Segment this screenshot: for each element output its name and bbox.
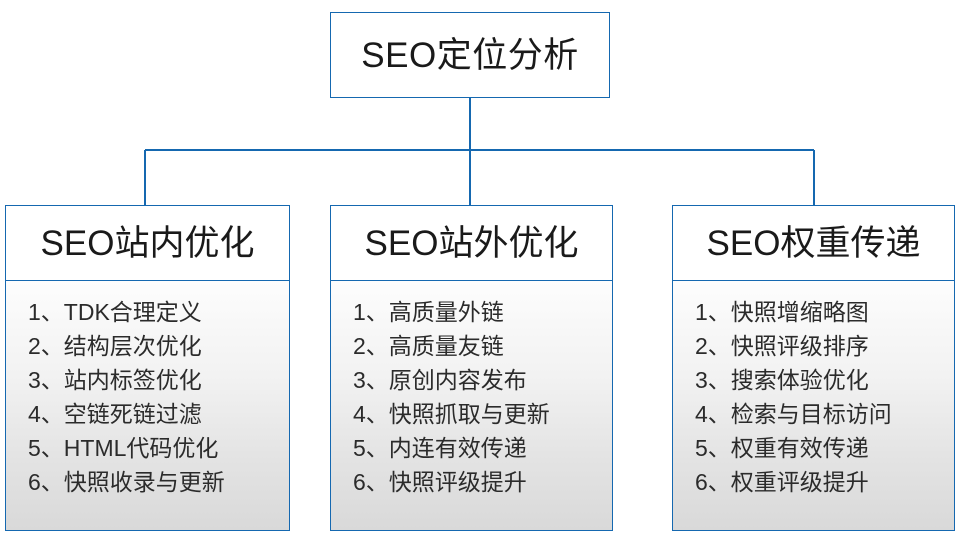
branch-title-box-1[interactable]: SEO站内优化	[5, 205, 290, 281]
list-item: 2、结构层次优化	[28, 333, 202, 359]
list-item: 1、快照增缩略图	[695, 299, 869, 325]
branch-column-3: SEO权重传递 1、快照增缩略图 2、快照评级排序 3、搜索体验优化 4、检索与…	[672, 205, 955, 531]
list-item: 6、权重评级提升	[695, 469, 869, 495]
list-item: 3、站内标签优化	[28, 367, 202, 393]
list-item: 1、TDK合理定义	[28, 299, 202, 325]
list-item: 2、高质量友链	[353, 333, 504, 359]
list-item: 3、原创内容发布	[353, 367, 527, 393]
branch-title-label-1: SEO站内优化	[40, 223, 255, 263]
branch-list-panel-1: 1、TDK合理定义 2、结构层次优化 3、站内标签优化 4、空链死链过滤 5、H…	[5, 281, 290, 531]
root-node[interactable]: SEO定位分析	[330, 12, 610, 98]
branch-title-label-2: SEO站外优化	[364, 223, 579, 263]
list-item: 6、快照收录与更新	[28, 469, 225, 495]
list-item: 4、检索与目标访问	[695, 401, 892, 427]
branch-list-2: 1、高质量外链 2、高质量友链 3、原创内容发布 4、快照抓取与更新 5、内连有…	[353, 295, 550, 499]
list-item: 3、搜索体验优化	[695, 367, 869, 393]
branch-column-2: SEO站外优化 1、高质量外链 2、高质量友链 3、原创内容发布 4、快照抓取与…	[330, 205, 613, 531]
list-item: 5、内连有效传递	[353, 435, 527, 461]
list-item: 4、空链死链过滤	[28, 401, 202, 427]
branch-title-box-2[interactable]: SEO站外优化	[330, 205, 613, 281]
branch-list-panel-3: 1、快照增缩略图 2、快照评级排序 3、搜索体验优化 4、检索与目标访问 5、权…	[672, 281, 955, 531]
list-item: 2、快照评级排序	[695, 333, 869, 359]
root-node-label: SEO定位分析	[361, 35, 579, 75]
list-item: 5、HTML代码优化	[28, 435, 219, 461]
branch-title-label-3: SEO权重传递	[706, 223, 921, 263]
list-item: 5、权重有效传递	[695, 435, 869, 461]
branch-title-box-3[interactable]: SEO权重传递	[672, 205, 955, 281]
branch-list-1: 1、TDK合理定义 2、结构层次优化 3、站内标签优化 4、空链死链过滤 5、H…	[28, 295, 225, 499]
branch-list-panel-2: 1、高质量外链 2、高质量友链 3、原创内容发布 4、快照抓取与更新 5、内连有…	[330, 281, 613, 531]
branch-list-3: 1、快照增缩略图 2、快照评级排序 3、搜索体验优化 4、检索与目标访问 5、权…	[695, 295, 892, 499]
list-item: 4、快照抓取与更新	[353, 401, 550, 427]
branch-column-1: SEO站内优化 1、TDK合理定义 2、结构层次优化 3、站内标签优化 4、空链…	[5, 205, 290, 531]
list-item: 1、高质量外链	[353, 299, 504, 325]
list-item: 6、快照评级提升	[353, 469, 527, 495]
